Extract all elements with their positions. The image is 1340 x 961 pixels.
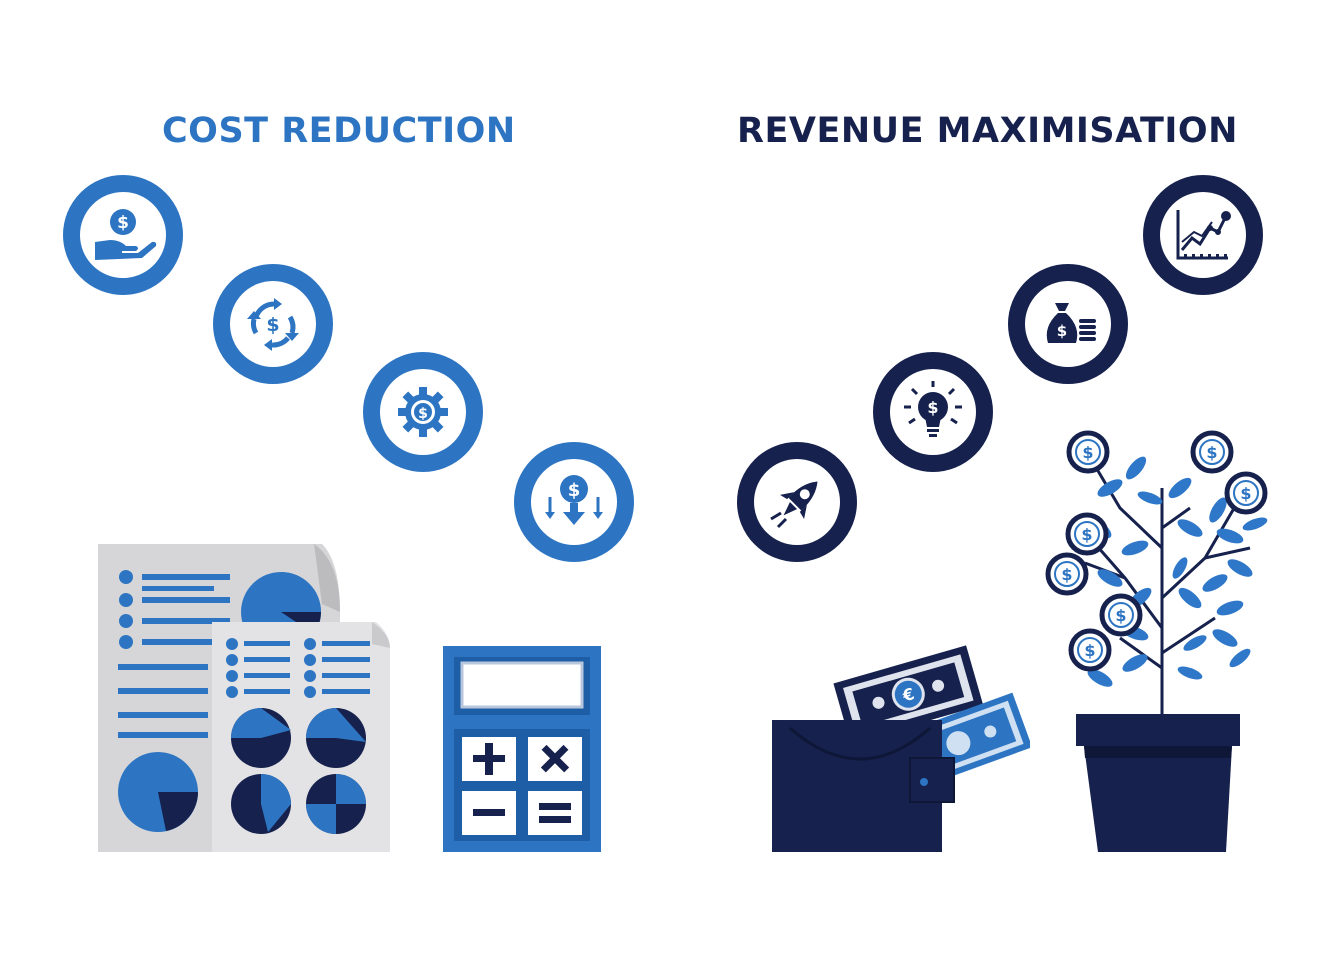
svg-text:$: $ (266, 314, 279, 336)
svg-text:$: $ (1115, 606, 1126, 625)
cost-reduction-title: COST REDUCTION (162, 111, 516, 151)
growth-chart-icon (1176, 210, 1231, 260)
svg-text:$: $ (927, 398, 938, 417)
revenue-badge-1 (737, 442, 857, 562)
svg-text:$: $ (1081, 525, 1092, 544)
money-bag-coins-icon: $ (1046, 303, 1096, 343)
svg-text:$: $ (418, 406, 428, 422)
svg-text:$: $ (1082, 443, 1093, 462)
revenue-badge-3: $ (1008, 264, 1128, 384)
money-tree-plant-illustration: $ $ $ $ $ $ $ (1045, 430, 1268, 852)
svg-text:$: $ (1061, 565, 1072, 584)
revenue-badge-4 (1143, 175, 1263, 295)
cost-badge-3: $ (363, 352, 483, 472)
dollar-down-icon: $ (545, 475, 603, 525)
wallet-with-banknotes-illustration: € (772, 645, 1030, 852)
lightbulb-dollar-icon: $ (904, 381, 962, 437)
hand-coin-icon: $ (95, 209, 157, 260)
cost-badge-4: $ (514, 442, 634, 562)
cost-badge-2: $ (213, 264, 333, 384)
svg-text:€: € (900, 684, 917, 706)
svg-text:$: $ (1084, 641, 1095, 660)
report-documents-illustration (98, 544, 390, 852)
revenue-maximisation-title: REVENUE MAXIMISATION (737, 111, 1238, 151)
rocket-icon (770, 481, 818, 529)
svg-text:$: $ (1240, 484, 1251, 503)
svg-text:$: $ (568, 480, 581, 501)
svg-text:$: $ (1057, 322, 1067, 340)
svg-text:$: $ (1206, 443, 1217, 462)
svg-text:$: $ (117, 213, 129, 233)
money-cycle-icon: $ (247, 298, 299, 351)
calculator-illustration (443, 646, 601, 852)
dollar-gear-icon: $ (398, 387, 448, 437)
revenue-badge-2: $ (873, 352, 993, 472)
cost-badge-1: $ (63, 175, 183, 295)
